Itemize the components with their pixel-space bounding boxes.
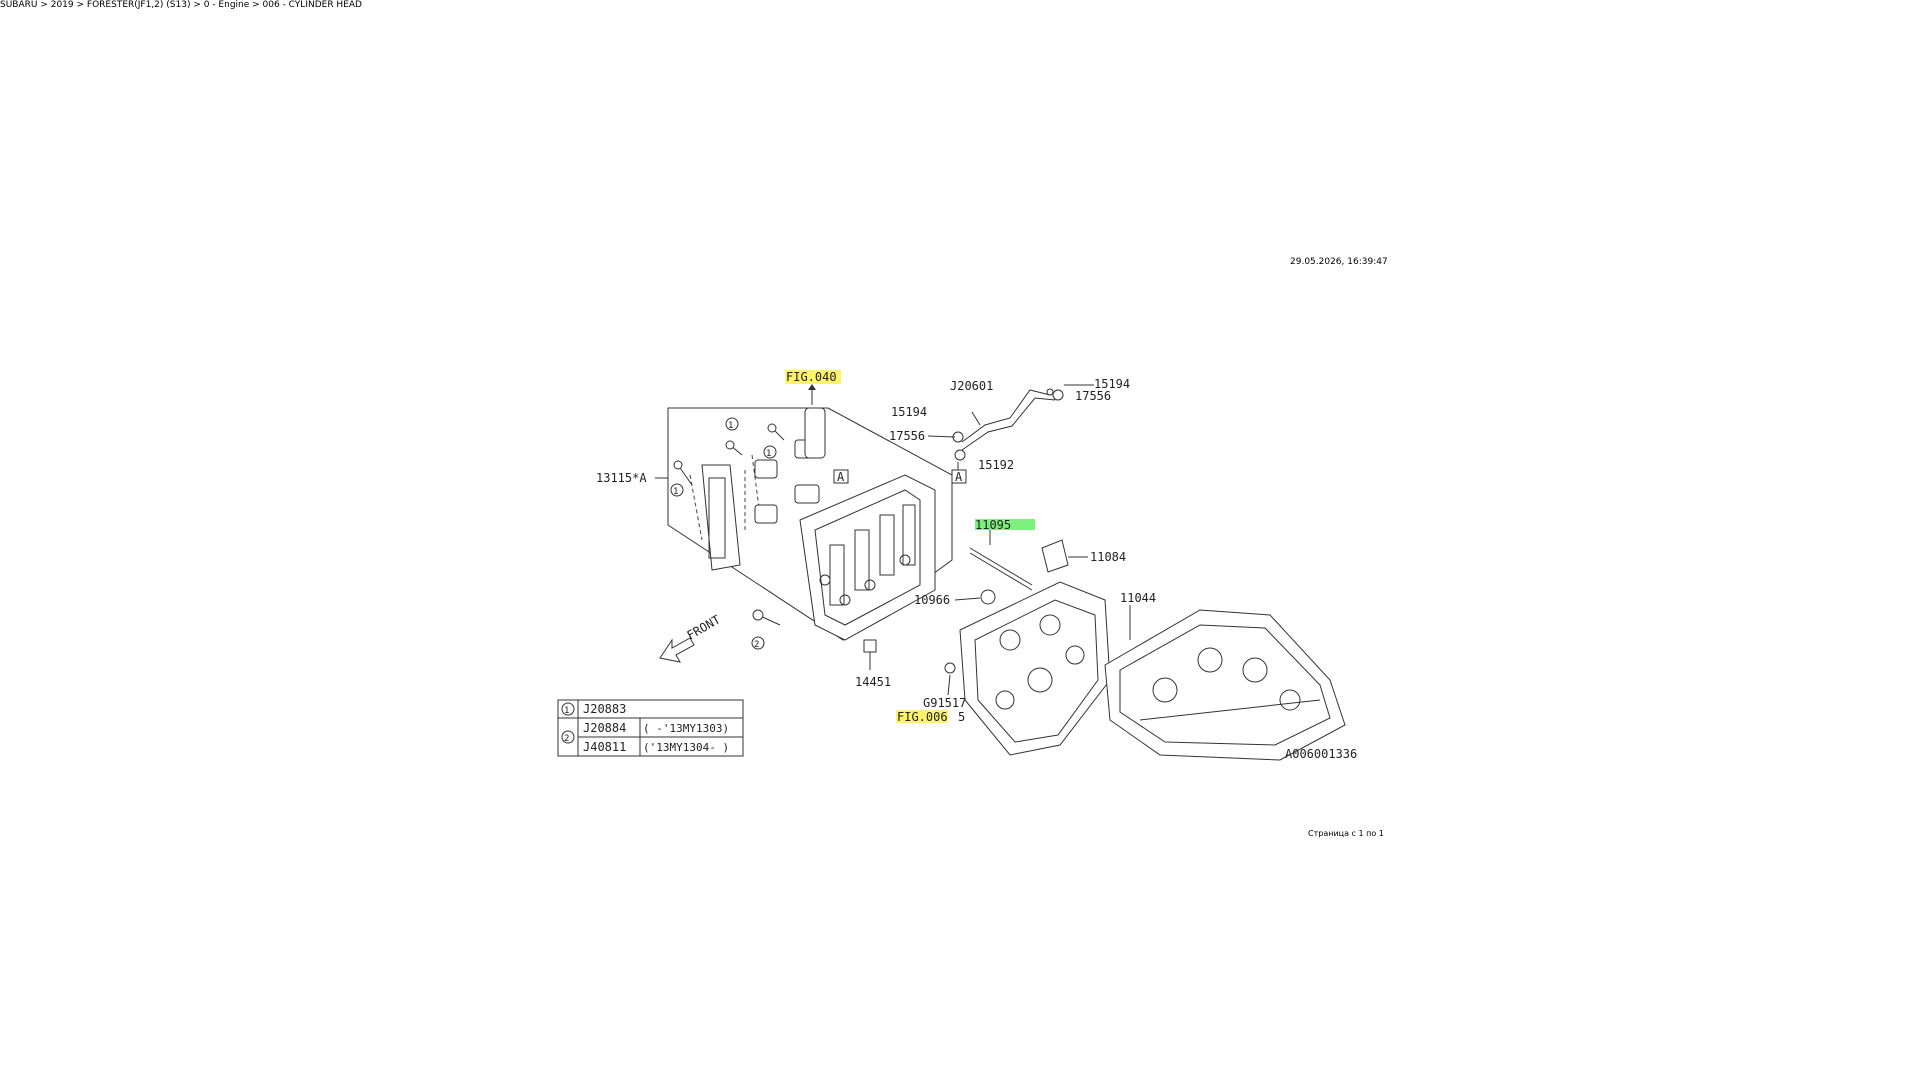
legend-circle-2: 2 [564, 734, 569, 744]
part-15192-label: 15192 [978, 458, 1014, 472]
part-5-label: 5 [958, 710, 965, 724]
part-13115a-label: 13115*A [596, 471, 647, 485]
legend-note-row2: ( -'13MY1303) [643, 722, 729, 735]
part-11095-label[interactable]: 11095 [975, 518, 1011, 532]
front-arrow: FRONT [659, 612, 723, 663]
fig006-link[interactable]: FIG.006 [897, 710, 948, 724]
legend-circle-1: 1 [564, 706, 569, 716]
legend-part-j40811: J40811 [583, 740, 626, 754]
bolts [673, 423, 877, 670]
part-15194-label-b: 15194 [1094, 377, 1130, 391]
legend-note-row3: ('13MY1304- ) [643, 741, 729, 754]
callout-1: 1 [766, 449, 771, 459]
breadcrumb: SUBARU > 2019 > FORESTER(JF1,2) (S13) > … [0, 0, 362, 10]
cylinder-head-exploded-view: A 1 1 1 2 [667, 407, 953, 670]
part-10966-label: 10966 [914, 593, 950, 607]
page-number: Страница с 1 по 1 [1308, 829, 1384, 838]
part-17556-label-a: 17556 [889, 429, 925, 443]
callout-1: 1 [728, 421, 733, 431]
cylinder-head-block [799, 474, 936, 641]
bolt-legend-table: 1 2 J20883 J20884 ( -'13MY1303) J40811 (… [557, 699, 744, 757]
oil-pipe-assembly [951, 388, 1064, 484]
engine-block [959, 581, 1346, 761]
part-15194-label-a: 15194 [891, 405, 927, 419]
print-timestamp: 29.05.2026, 16:39:47 [1290, 257, 1388, 267]
mark-a-head: A [837, 470, 845, 484]
part-14451-label: 14451 [855, 675, 891, 689]
part-17556-label-b: 17556 [1075, 389, 1111, 403]
part-11044-label: 11044 [1120, 591, 1156, 605]
fig040-link[interactable]: FIG.040 [786, 370, 837, 384]
legend-part-j20883: J20883 [583, 702, 626, 716]
camshaft-caps [744, 407, 826, 530]
cylinder-head-gasket [689, 454, 761, 571]
part-g91517-label: G91517 [923, 696, 966, 710]
legend-part-j20884: J20884 [583, 721, 626, 735]
callout-2: 2 [754, 640, 759, 650]
part-11084 [1041, 539, 1069, 573]
figure-id: A006001336 [1285, 747, 1357, 761]
mark-a-pipe: A [955, 470, 963, 484]
callout-1: 1 [673, 487, 678, 497]
front-label: FRONT [685, 612, 723, 642]
part-j20601-label: J20601 [950, 379, 993, 393]
part-11084-label: 11084 [1090, 550, 1126, 564]
